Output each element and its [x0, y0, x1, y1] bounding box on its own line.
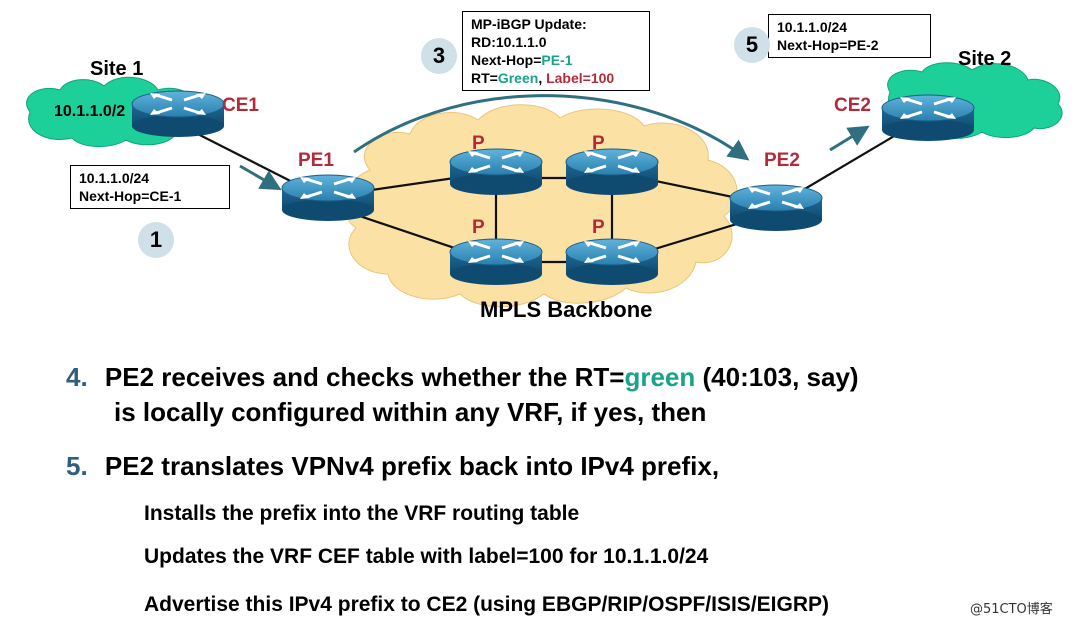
ce1-label: CE1 — [222, 95, 259, 116]
p2-label: P — [592, 133, 605, 154]
step-badge-3: 3 — [421, 38, 457, 74]
router-p2 — [564, 147, 660, 197]
router-ce1 — [130, 89, 226, 139]
pe2-route-prefix: 10.1.1.0/24 — [777, 19, 848, 35]
pe2-route-box: 10.1.1.0/24 Next-Hop=PE-2 — [768, 14, 931, 58]
router-p1 — [448, 147, 544, 197]
point-4-line2: is locally configured within any VRF, if… — [114, 397, 707, 427]
sub-point-2: Updates the VRF CEF table with label=100… — [144, 545, 709, 568]
ce1-route-prefix: 10.1.1.0/24 — [79, 170, 150, 186]
pe1-label: PE1 — [298, 150, 334, 171]
diagram-canvas — [26, 62, 1063, 308]
pe2-label: PE2 — [764, 150, 800, 171]
sub-point-1: Installs the prefix into the VRF routing… — [144, 502, 580, 525]
point-4-line1: 4. PE2 receives and checks whether the R… — [66, 362, 859, 392]
step-badge-1: 1 — [138, 222, 174, 258]
arrow-pe2-to-ce2 — [829, 125, 870, 152]
p1-label: P — [472, 133, 485, 154]
watermark: @51CTO博客 — [970, 602, 1053, 617]
site2-label: Site 2 — [958, 48, 1012, 70]
router-p3 — [448, 237, 544, 287]
ce1-route-box: 10.1.1.0/24 Next-Hop=CE-1 — [70, 165, 230, 209]
router-pe1 — [280, 173, 376, 223]
update-nexthop: Next-Hop=PE-1 — [471, 52, 573, 68]
p4-label: P — [592, 217, 605, 238]
mp-ibgp-update-box: MP-iBGP Update: RD:10.1.1.0 Next-Hop=PE-… — [462, 11, 650, 91]
update-arrow — [353, 94, 750, 161]
router-pe2 — [728, 183, 824, 233]
site1-label: Site 1 — [90, 58, 144, 80]
update-title: MP-iBGP Update: — [471, 16, 587, 32]
router-ce2 — [880, 93, 976, 143]
router-p4 — [564, 237, 660, 287]
update-rd: RD:10.1.1.0 — [471, 34, 547, 50]
p3-label: P — [472, 217, 485, 238]
ce2-label: CE2 — [834, 95, 871, 116]
step-badge-5: 5 — [734, 27, 770, 63]
backbone-label: MPLS Backbone — [480, 297, 653, 322]
site1-prefix: 10.1.1.0/2 — [54, 103, 126, 120]
sub-point-3: Advertise this IPv4 prefix to CE2 (using… — [144, 593, 829, 616]
point-5: 5. PE2 translates VPNv4 prefix back into… — [66, 451, 720, 481]
update-rt-label: RT=Green, Label=100 — [471, 70, 615, 86]
arrow-ce1-to-pe1 — [239, 164, 282, 191]
ce1-route-nexthop: Next-Hop=CE-1 — [79, 188, 182, 204]
pe2-route-nexthop: Next-Hop=PE-2 — [777, 37, 879, 53]
network-diagram: Site 1 Site 2 10.1.1.0/2 CE1 CE2 PE1 PE2… — [26, 11, 1063, 322]
